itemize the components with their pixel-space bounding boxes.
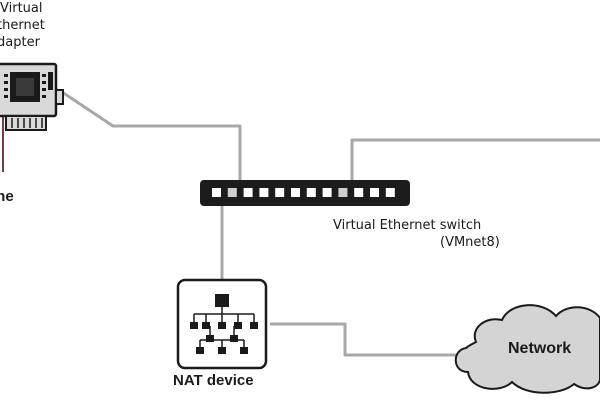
cables xyxy=(61,90,600,357)
switch-port xyxy=(385,188,395,197)
switch-port xyxy=(370,188,379,197)
switch-port xyxy=(259,188,269,197)
adapter-label-line3: dapter xyxy=(0,35,40,50)
switch-port xyxy=(243,188,253,197)
ethernet-adapter-icon xyxy=(0,62,64,131)
switch-sublabel: (VMnet8) xyxy=(440,235,500,250)
ethernet-switch-icon xyxy=(200,180,410,206)
switch-port xyxy=(275,188,285,197)
nat-device-icon xyxy=(176,278,268,370)
nat-device-label: NAT device xyxy=(173,372,254,389)
switch-port xyxy=(291,188,300,197)
machine-label: ine xyxy=(0,188,14,205)
switch-port xyxy=(354,188,364,197)
switch-port xyxy=(212,188,221,197)
switch-port xyxy=(322,188,332,197)
cable-nat-to-network xyxy=(270,322,462,357)
cable-adapter-to-switch xyxy=(61,90,242,186)
switch-port xyxy=(306,188,316,197)
cable-switch-to-offscreen-host xyxy=(350,138,600,186)
network-cloud-icon xyxy=(454,304,600,394)
switch-ports xyxy=(212,188,395,197)
adapter-label-line2: thernet xyxy=(0,18,45,33)
network-label: Network xyxy=(508,340,572,357)
switch-label: Virtual Ethernet switch xyxy=(333,218,482,233)
adapter-label-line1: Virtual xyxy=(0,1,43,16)
switch-port xyxy=(338,188,348,197)
switch-port xyxy=(227,188,237,197)
